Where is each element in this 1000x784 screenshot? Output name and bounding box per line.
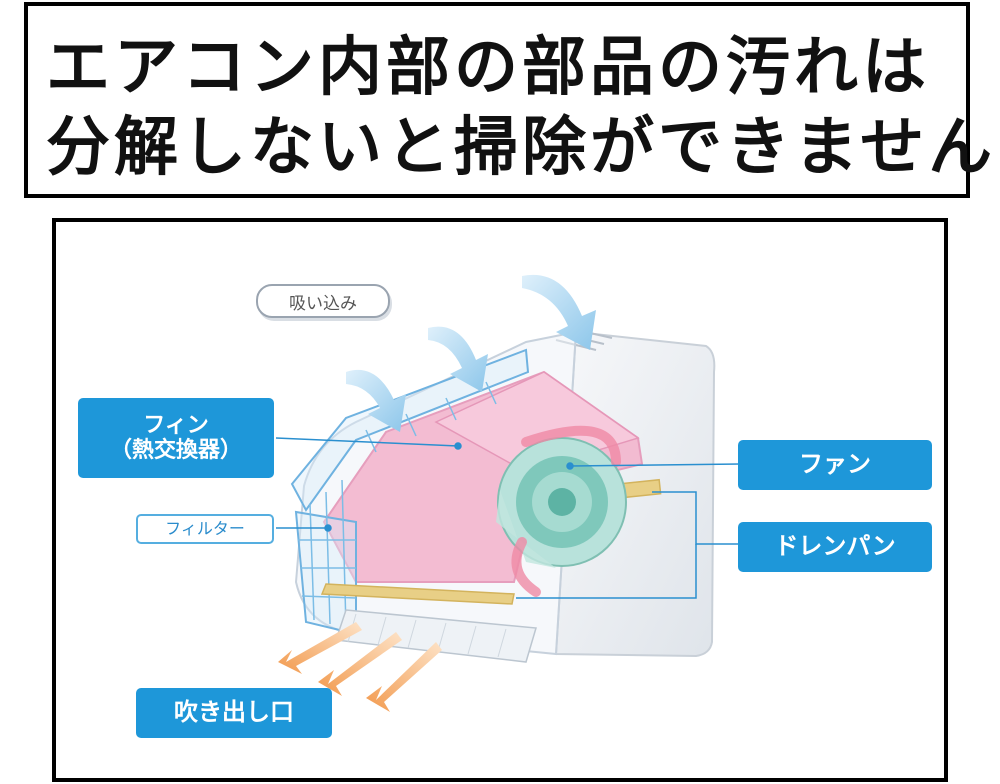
filter-grid-lines — [298, 381, 497, 629]
outlet-arrows — [278, 622, 442, 712]
filter-label: フィルター — [136, 514, 274, 544]
outlet-louver — [334, 609, 537, 663]
title-line-1: エアコン内部の部品の汚れは — [46, 30, 930, 105]
fin-label: フィン （熱交換器） — [78, 398, 274, 478]
aircon-illustration — [275, 274, 741, 712]
drain-pan-front — [320, 583, 515, 605]
intake-label: 吸い込み — [256, 284, 390, 318]
leader-lines — [275, 437, 741, 599]
title-box: エアコン内部の部品の汚れは 分解しないと掃除ができません — [24, 2, 992, 198]
fin-label-line1: フィン — [143, 412, 209, 438]
fin-label-line2: （熱交換器） — [109, 438, 242, 463]
intake-arrows — [346, 274, 596, 432]
internal-airflow-arrow — [521, 425, 621, 467]
outlet-label: 吹き出し口 — [136, 688, 332, 738]
title-line-2: 分解しないと掃除ができません — [46, 110, 997, 185]
aircon-diagram: 吸い込み フィン （熱交換器） フィルター ファン ドレンパン 吹き出し口 — [52, 218, 948, 782]
fan-label: ファン — [738, 440, 932, 490]
fan-icon — [496, 437, 627, 568]
drain-pan-label: ドレンパン — [738, 522, 932, 572]
